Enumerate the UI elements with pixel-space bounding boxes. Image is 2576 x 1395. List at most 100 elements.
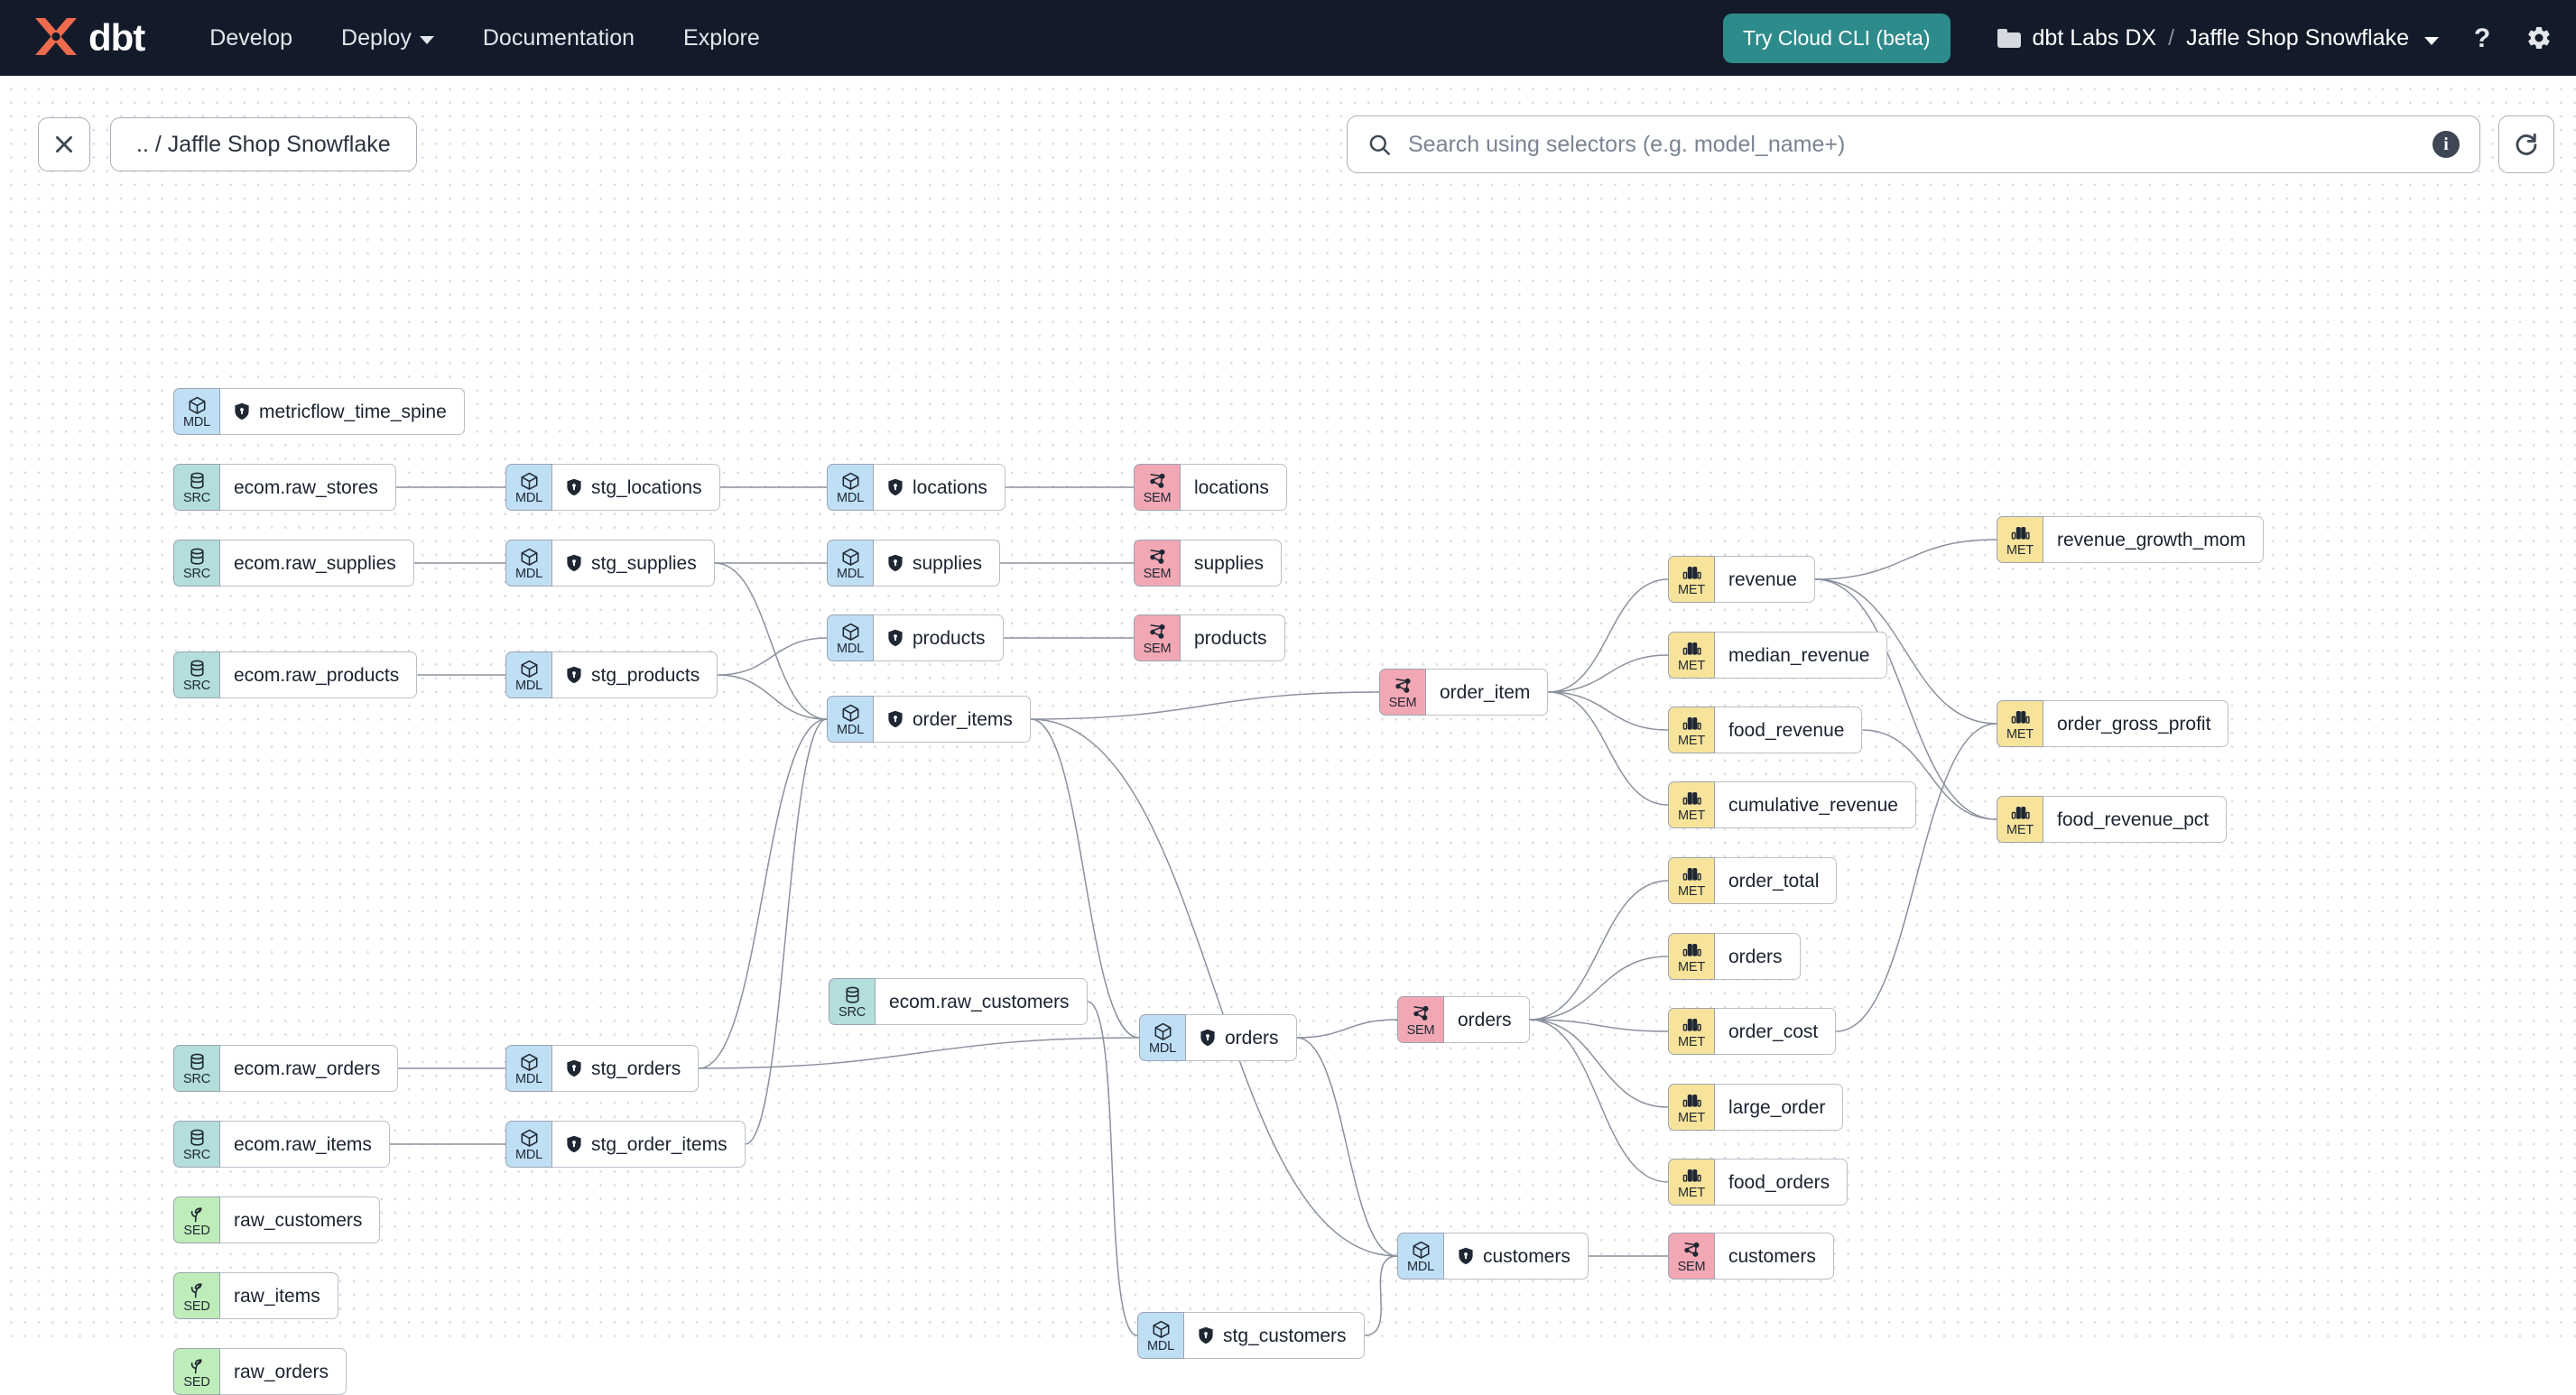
- try-cloud-cli-button[interactable]: Try Cloud CLI (beta): [1723, 13, 1951, 63]
- met-type-icon: [2011, 524, 2030, 543]
- node-body: customers: [1444, 1233, 1589, 1280]
- search-input[interactable]: Search using selectors (e.g. model_name+…: [1347, 115, 2480, 173]
- node-body: stg_products: [552, 651, 718, 698]
- lineage-edge: [1548, 691, 1669, 806]
- info-icon[interactable]: i: [2432, 131, 2460, 158]
- node-body: raw_customers: [220, 1196, 381, 1243]
- node-type-label: SED: [183, 1298, 210, 1314]
- node-label: stg_customers: [1223, 1325, 1347, 1346]
- node-type-badge-met: MET: [1668, 1008, 1715, 1055]
- graph-node-metricflow_time_spine[interactable]: MDL metricflow_time_spine: [173, 388, 465, 435]
- workspace-breadcrumb[interactable]: dbt Labs DX / Jaffle Shop Snowflake: [1997, 25, 2439, 51]
- graph-node-stg_orders[interactable]: MDL stg_orders: [505, 1045, 700, 1092]
- node-type-badge-src: SRC: [173, 1121, 220, 1168]
- refresh-button[interactable]: [2498, 115, 2554, 173]
- graph-node-stg_customers[interactable]: MDL stg_customers: [1137, 1312, 1365, 1359]
- chevron-down-icon[interactable]: [2424, 36, 2439, 45]
- node-label: products: [913, 627, 986, 649]
- nav-link-explore[interactable]: Explore: [683, 25, 760, 51]
- nav-link-documentation[interactable]: Documentation: [483, 25, 635, 51]
- graph-node-mdl_locations[interactable]: MDL locations: [827, 464, 1005, 511]
- nav-link-develop[interactable]: Develop: [209, 25, 292, 51]
- node-type-label: MET: [1677, 883, 1705, 899]
- node-type-label: MDL: [182, 414, 210, 430]
- graph-node-mdl_supplies[interactable]: MDL supplies: [827, 540, 1001, 587]
- node-body: stg_order_items: [552, 1121, 746, 1168]
- graph-node-stg_products[interactable]: MDL stg_products: [505, 651, 718, 698]
- graph-node-mdl_orders[interactable]: MDL orders: [1139, 1014, 1297, 1061]
- graph-node-mdl_order_items[interactable]: MDL order_items: [827, 696, 1031, 743]
- dbt-logo[interactable]: dbt: [31, 15, 145, 60]
- node-type-label: SEM: [1143, 490, 1172, 505]
- met-type-icon: [1682, 1092, 1701, 1111]
- shield-icon: [888, 629, 903, 647]
- graph-node-stg_order_items[interactable]: MDL stg_order_items: [505, 1121, 746, 1168]
- node-label: orders: [1458, 1009, 1512, 1030]
- lineage-edge: [1814, 578, 1997, 725]
- node-label: raw_orders: [234, 1361, 329, 1382]
- graph-node-stg_locations[interactable]: MDL stg_locations: [505, 464, 720, 511]
- lineage-edge: [1030, 718, 1140, 1039]
- close-button[interactable]: [38, 117, 90, 171]
- node-label: ecom.raw_stores: [234, 476, 378, 498]
- node-label: revenue: [1728, 568, 1797, 590]
- nav-link-deploy[interactable]: Deploy: [341, 25, 434, 51]
- graph-node-mdl_customers[interactable]: MDL customers: [1397, 1233, 1589, 1280]
- node-type-label: MDL: [836, 490, 864, 505]
- graph-node-mdl_products[interactable]: MDL products: [827, 614, 1004, 661]
- lineage-edge: [718, 637, 828, 676]
- node-type-badge-mdl: MDL: [505, 464, 552, 511]
- node-label: stg_supplies: [591, 552, 697, 574]
- dbt-logo-icon: [31, 15, 81, 60]
- node-type-badge-met: MET: [1668, 1084, 1715, 1131]
- lineage-graph-canvas[interactable]: .. / Jaffle Shop Snowflake Search using …: [0, 76, 2576, 1395]
- mdl-type-icon: [841, 472, 860, 491]
- node-type-label: SEM: [1677, 1259, 1706, 1274]
- src-type-icon: [189, 660, 206, 679]
- node-type-badge-met: MET: [1668, 632, 1715, 679]
- node-body: metricflow_time_spine: [220, 388, 465, 435]
- node-type-badge-mdl: MDL: [505, 651, 552, 698]
- met-type-icon: [1682, 1016, 1701, 1035]
- node-body: supplies: [874, 540, 1001, 587]
- node-body: order_item: [1426, 669, 1549, 716]
- help-icon[interactable]: ?: [2469, 24, 2495, 51]
- gear-icon[interactable]: [2525, 24, 2553, 51]
- top-navigation-bar: dbt Develop Deploy Documentation Explore…: [0, 0, 2576, 76]
- node-type-badge-mdl: MDL: [505, 1121, 552, 1168]
- node-type-badge-sem: SEM: [1134, 464, 1181, 511]
- graph-node-stg_supplies[interactable]: MDL stg_supplies: [505, 540, 715, 587]
- shield-icon: [567, 478, 581, 496]
- node-type-label: MDL: [836, 641, 864, 656]
- node-label: ecom.raw_products: [234, 664, 400, 686]
- node-label: ecom.raw_orders: [234, 1058, 381, 1079]
- breadcrumb[interactable]: .. / Jaffle Shop Snowflake: [110, 117, 417, 171]
